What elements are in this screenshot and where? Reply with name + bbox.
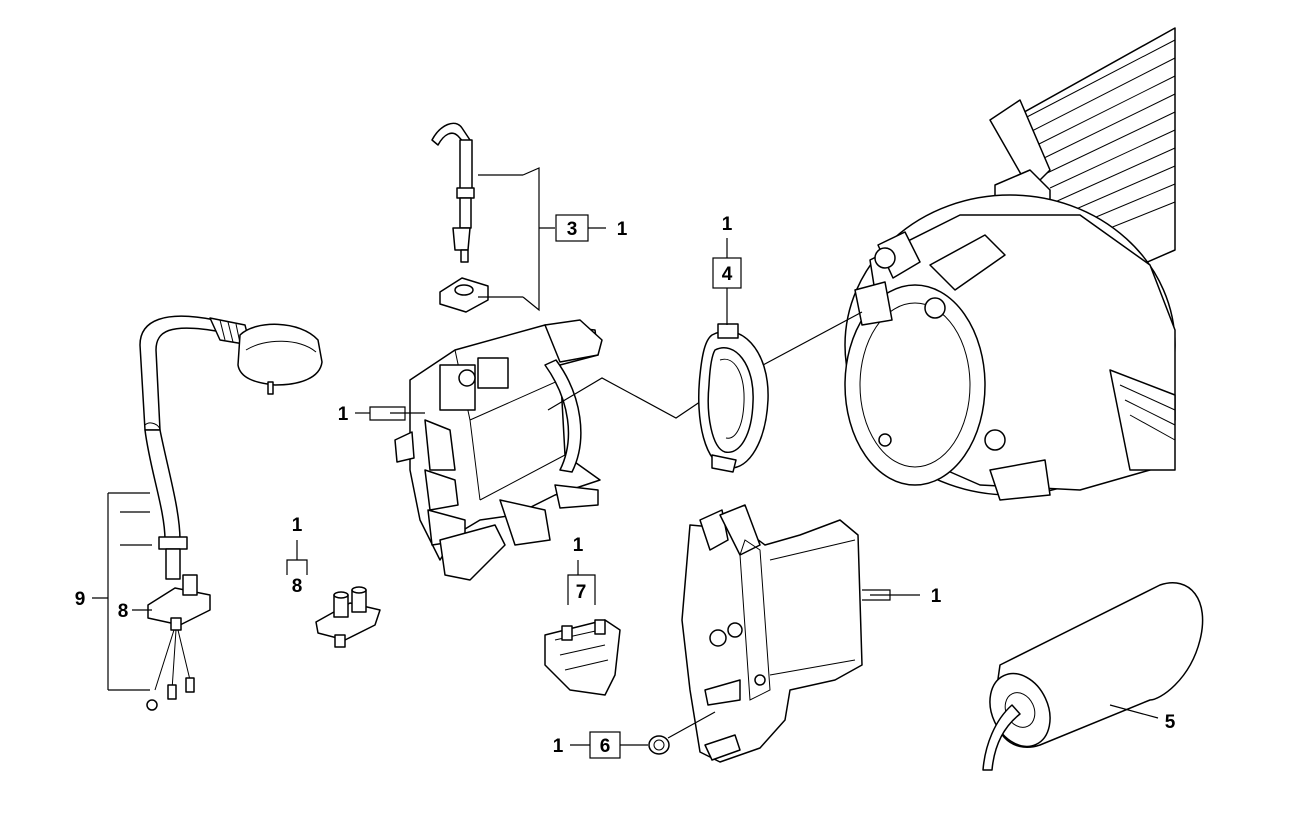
callout-6-number: 6 [600,736,611,757]
callout-1-right-ref: 1 [931,586,942,607]
callout-8-mid-ref: 1 [292,515,303,536]
switch-rod-icon [431,122,489,313]
callout-4-number: 4 [722,264,733,285]
callout-8-mid-number: 8 [292,576,303,597]
callout-7-number: 7 [576,582,587,603]
callout-7-ref: 1 [573,535,584,556]
nut-icon [648,735,670,755]
callout-9-number: 9 [75,589,86,610]
seal-gasket-icon [697,323,769,473]
motor-icon [844,27,1176,501]
switch-housing-icon [394,319,603,581]
callout-6-ref: 1 [553,736,564,757]
power-plug-icon [139,315,323,711]
capacitor-icon [982,582,1204,771]
callout-3-number: 3 [567,219,578,240]
callout-5-number: 5 [1165,712,1176,733]
callout-4-ref: 1 [722,214,733,235]
callout-8-left-number: 8 [118,601,129,622]
switch-housing-icon [681,504,863,763]
terminal-block-icon [315,586,381,648]
callout-3-ref: 1 [617,219,628,240]
clip-icon [544,619,621,696]
callout-1-left-ref: 1 [338,404,349,425]
